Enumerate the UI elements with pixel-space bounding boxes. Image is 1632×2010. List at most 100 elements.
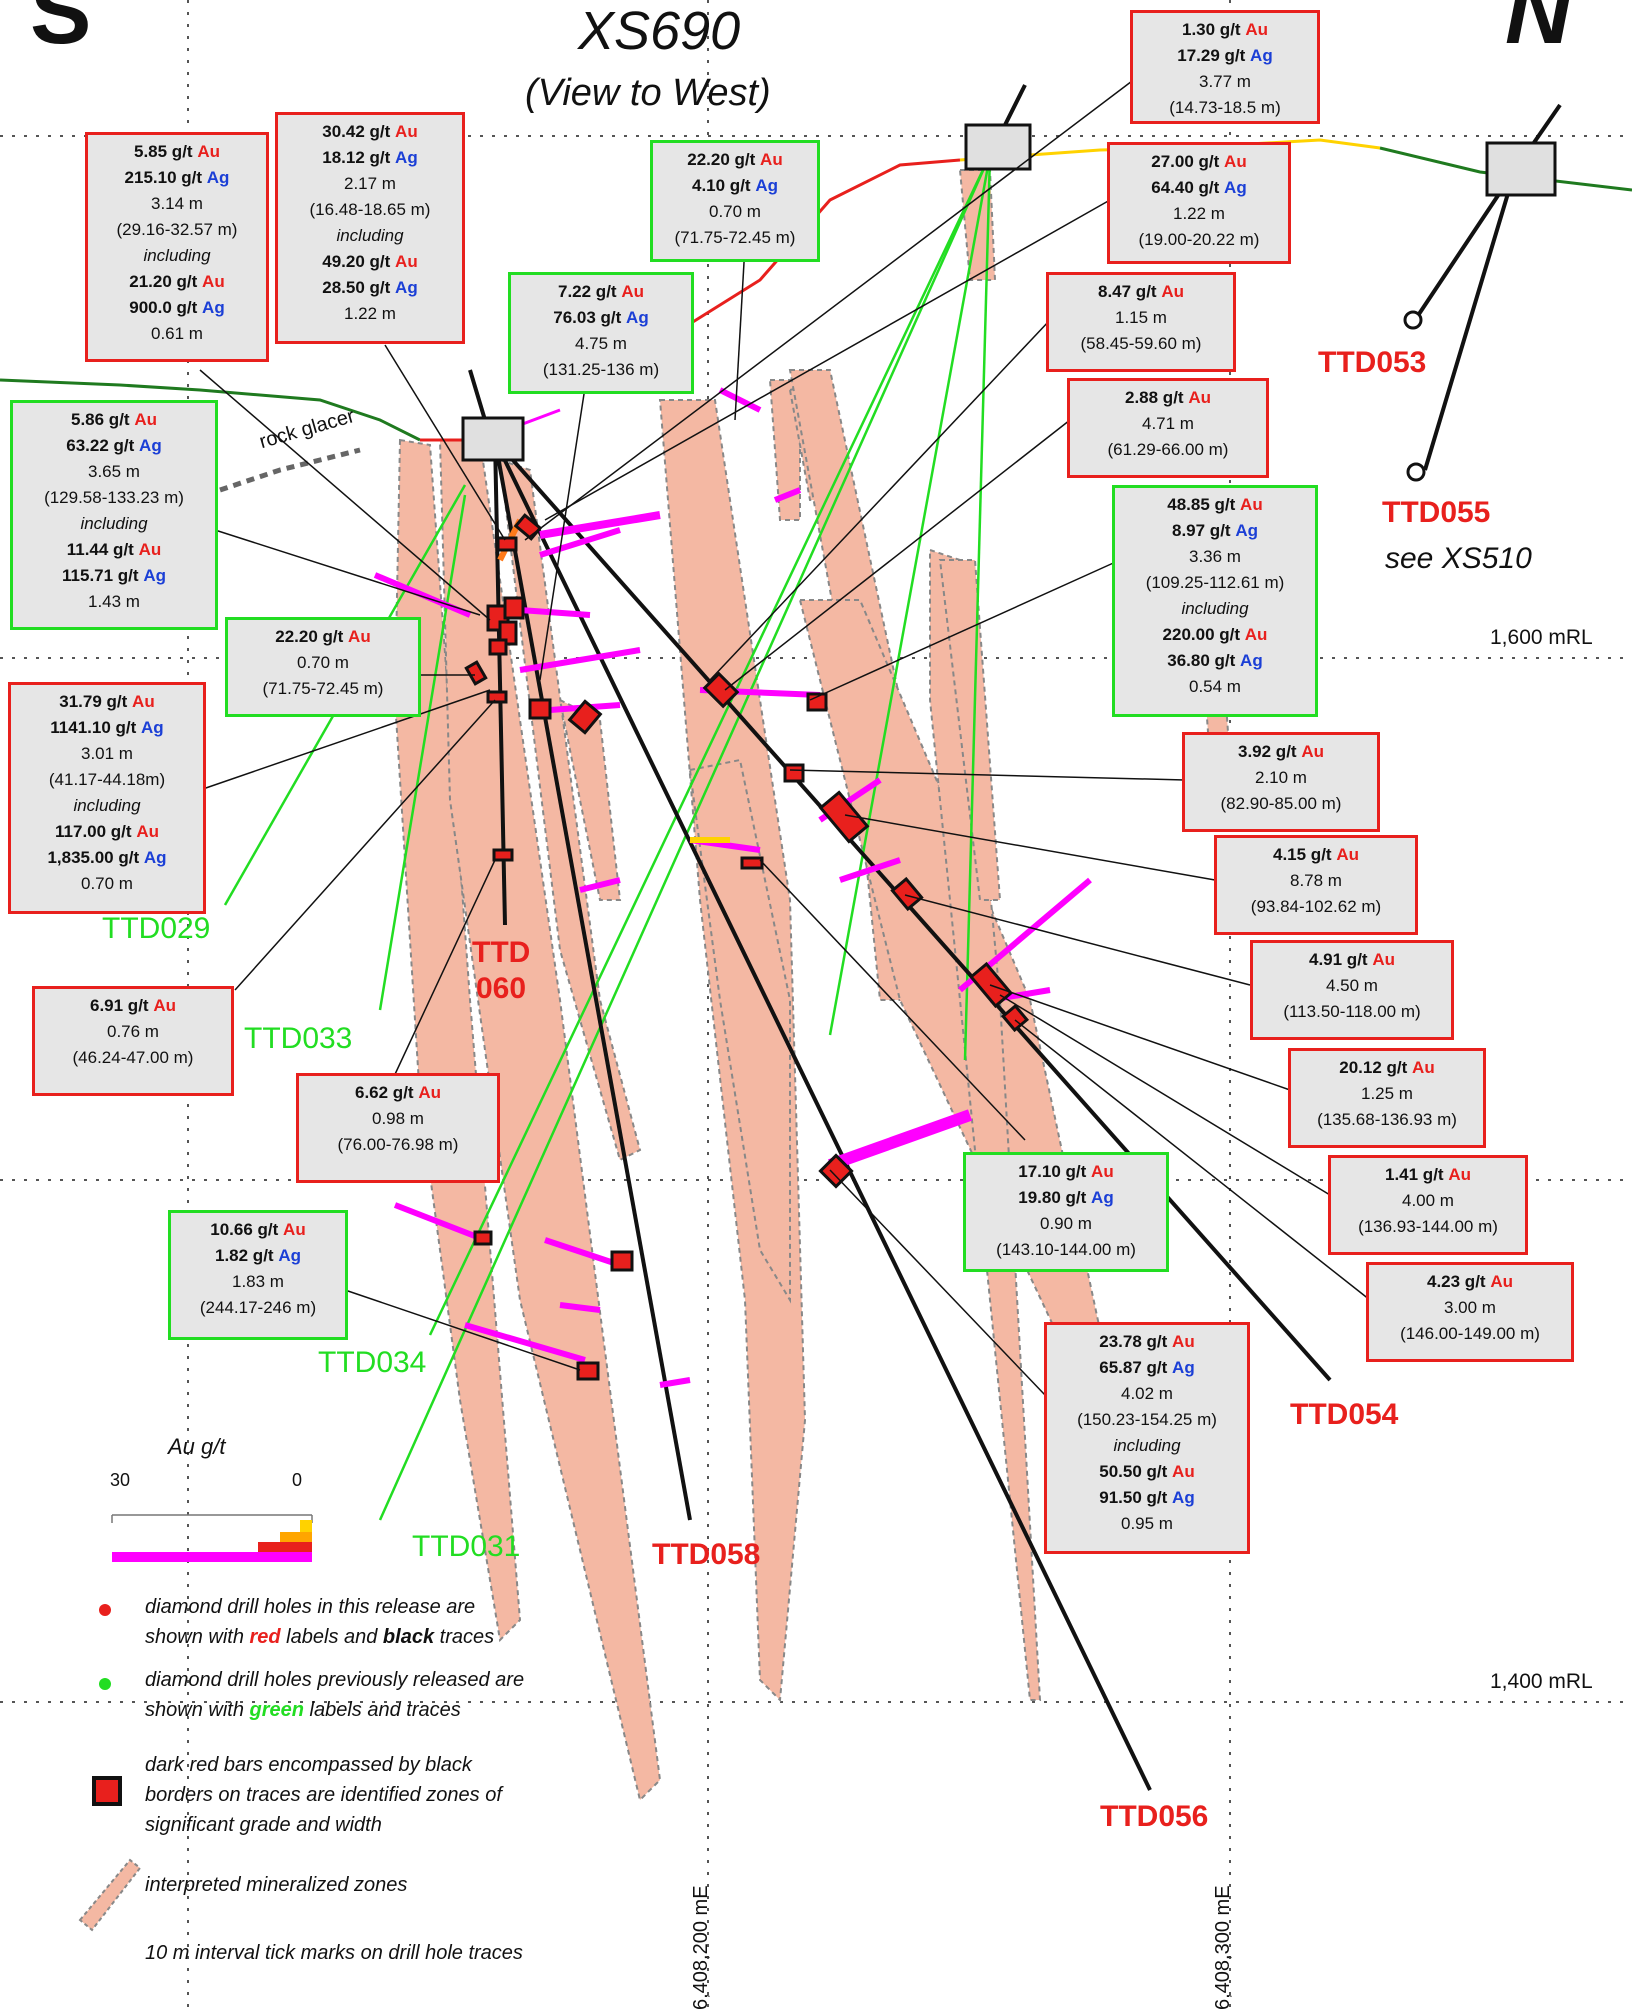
grade-value: 1,835.00 g/t [47,848,140,867]
legend-text: dark red bars encompassed by black [145,1754,472,1776]
grade-line: 6.91 g/t Au [35,993,231,1019]
interval-text: (136.93-144.00 m) [1358,1217,1498,1236]
grade-value: 220.00 g/t [1162,625,1241,644]
section-subtitle: (View to West) [525,72,771,114]
interval-text: (143.10-144.00 m) [996,1240,1136,1259]
grade-line: 4.91 g/t Au [1253,947,1451,973]
ag-symbol: Ag [141,718,164,737]
grade-line: 4.23 g/t Au [1369,1269,1571,1295]
interval-text: 0.95 m [1121,1514,1173,1533]
interval-text: 1.22 m [344,304,396,323]
zone-1 [393,438,522,1643]
interval-text: 3.00 m [1444,1298,1496,1317]
ag-symbol: Ag [1091,1188,1114,1207]
au-symbol: Au [153,996,176,1015]
interval-text: 4.75 m [575,334,627,353]
grade-value: 11.44 g/t [66,540,134,559]
grade-value: 4.91 g/t [1309,950,1368,969]
mrl-1600-label: 1,600 mRL [1490,626,1593,649]
ag-symbol: Ag [395,278,418,297]
grade-value: 64.40 g/t [1151,178,1220,197]
including-label: including [143,246,211,265]
ag-symbol: Ag [143,566,166,585]
interval-text: (71.75-72.45 m) [262,679,384,698]
grade-line: 117.00 g/t Au [11,819,203,845]
grade-line: 4.10 g/t Ag [653,173,817,199]
interval-text: 3.77 m [1199,72,1251,91]
hole-label-ttd055: TTD055 [1382,496,1491,529]
interval-text: 0.70 m [709,202,761,221]
grade-line: 8.47 g/t Au [1049,279,1233,305]
legend-text: labels and [280,1626,383,1648]
au-symbol: Au [1161,282,1184,301]
grade-value: 900.0 g/t [129,298,198,317]
grade-value: 4.15 g/t [1273,845,1332,864]
grade-value: 4.23 g/t [1427,1272,1486,1291]
interval-text: (150.23-154.25 m) [1077,1410,1217,1429]
interval-text: (129.58-133.23 m) [44,488,184,507]
interval-text: 0.76 m [107,1022,159,1041]
grade-line: 5.85 g/t Au [88,139,266,165]
grade-line: 900.0 g/t Ag [88,295,266,321]
grade-value: 6.62 g/t [355,1083,414,1102]
interval-text: (82.90-85.00 m) [1220,794,1342,813]
legend-text: black [382,1626,435,1648]
au-symbol: Au [1490,1272,1513,1291]
grade-line: 1.30 g/t Au [1133,17,1317,43]
ag-symbol: Ag [1250,46,1273,65]
grade-line: 17.10 g/t Au [966,1159,1166,1185]
grade-value: 27.00 g/t [1151,152,1220,171]
legend-scale-max: 30 [110,1470,131,1490]
grade-line: 4.15 g/t Au [1217,842,1415,868]
zone-3 [498,458,642,1162]
grade-value: 36.80 g/t [1167,651,1236,670]
grade-line: 1.41 g/t Au [1331,1162,1525,1188]
grade-bars [373,387,1092,1388]
grade-line: 8.97 g/t Ag [1115,518,1315,544]
legend-text: significant grade and width [145,1814,382,1836]
interval-text: 0.61 m [151,324,203,343]
grade-value: 6.91 g/t [90,996,149,1015]
interval-text: 8.78 m [1290,871,1342,890]
au-symbol: Au [197,142,220,161]
interval-text: 1.83 m [232,1272,284,1291]
interval-text: 1.15 m [1115,308,1167,327]
hole-label-ttd031: TTD031 [412,1530,521,1563]
interval-text: 3.36 m [1189,547,1241,566]
legend-text: red [249,1626,281,1648]
interval-text: (146.00-149.00 m) [1400,1324,1540,1343]
grade-line: 31.79 g/t Au [11,689,203,715]
ag-symbol: Ag [143,848,167,867]
grade-value: 22.20 g/t [687,150,756,169]
legend-item-zone: interpreted mineralized zones [145,1870,407,1900]
grade-line: 7.22 g/t Au [511,279,691,305]
grade-value: 5.85 g/t [134,142,193,161]
intercept-box-b22: 4.23 g/t Au 3.00 m (146.00-149.00 m) [1366,1262,1574,1362]
grade-line: 20.12 g/t Au [1291,1055,1483,1081]
ag-symbol: Ag [1172,1488,1195,1507]
grade-value: 20.12 g/t [1339,1058,1408,1077]
grade-value: 1.41 g/t [1385,1165,1444,1184]
grade-line: 19.80 g/t Ag [966,1185,1166,1211]
significant-zones [464,513,1030,1381]
grade-line: 2.88 g/t Au [1070,385,1266,411]
legend-item-bar: dark red bars encompassed by black border… [145,1750,502,1840]
grade-value: 22.20 g/t [275,627,344,646]
grade-line: 1.82 g/t Ag [171,1243,345,1269]
interval-text: (61.29-66.00 m) [1107,440,1229,459]
legend-text: borders on traces are identified zones o… [145,1784,502,1806]
grade-line: 28.50 g/t Ag [278,275,462,301]
interval-text: 3.65 m [88,462,140,481]
interval-text: 1.22 m [1173,204,1225,223]
legend-text: diamond drill holes previously released … [145,1669,525,1691]
grade-line: 11.44 g/t Au [13,537,215,563]
